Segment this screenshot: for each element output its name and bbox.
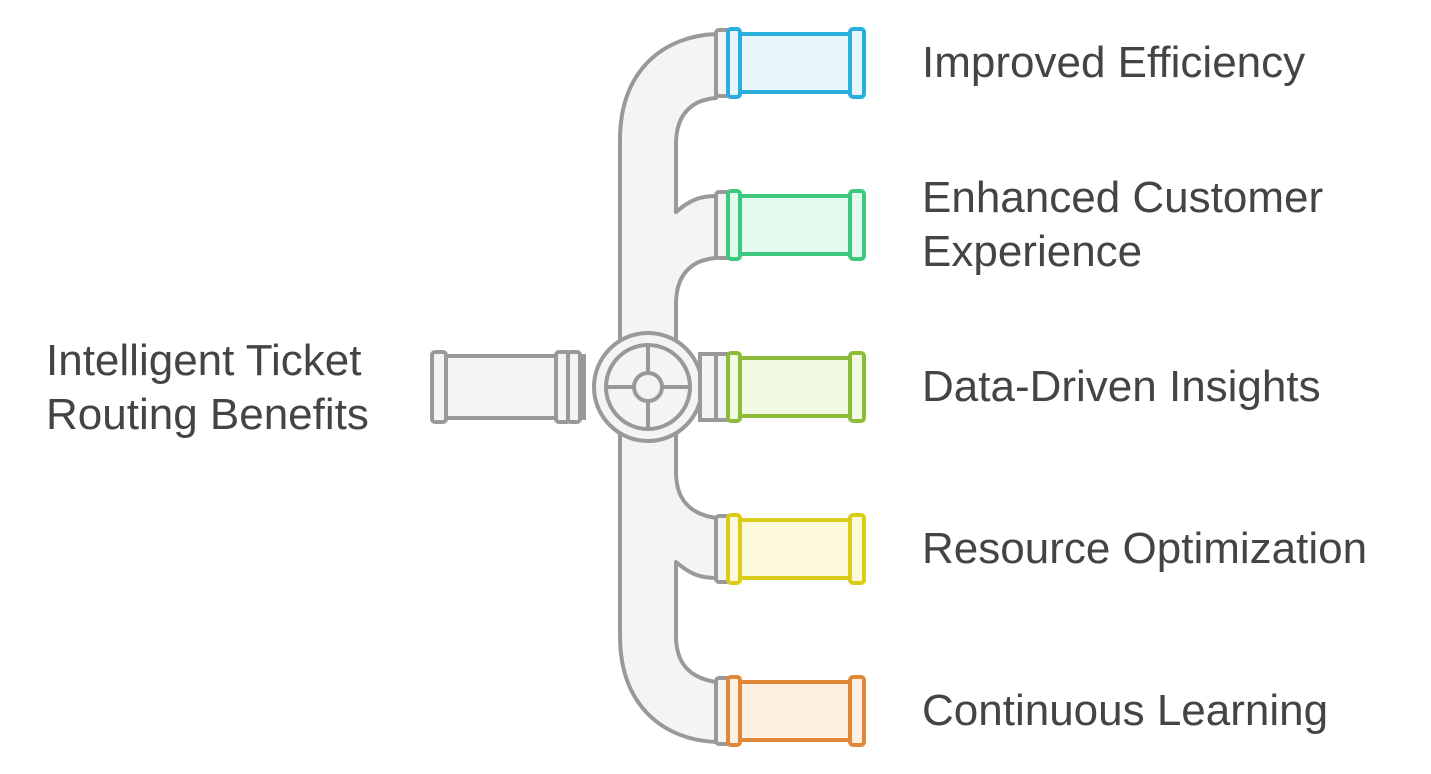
output-pipes bbox=[714, 27, 866, 747]
output-pipe-end-flange bbox=[848, 513, 866, 585]
output-pipe-flange bbox=[726, 189, 742, 261]
output-label-line: Improved Efficiency bbox=[922, 38, 1306, 87]
output-pipe-body bbox=[734, 32, 854, 94]
title-line-2: Routing Benefits bbox=[46, 390, 369, 439]
output-label-resource-optimization: Resource Optimization bbox=[922, 522, 1367, 576]
output-label-line: Continuous Learning bbox=[922, 686, 1329, 735]
input-pipe bbox=[430, 350, 586, 424]
output-label-line: Resource Optimization bbox=[922, 524, 1368, 573]
output-pipe-3 bbox=[714, 351, 866, 423]
output-pipe-1 bbox=[714, 27, 866, 99]
output-pipe-end-flange bbox=[848, 27, 866, 99]
output-label-data-driven-insights: Data-Driven Insights bbox=[922, 360, 1321, 414]
output-pipe-flange bbox=[726, 675, 742, 747]
output-pipe-5 bbox=[714, 675, 866, 747]
output-label-line: Data-Driven Insights bbox=[922, 362, 1321, 411]
output-pipe-2 bbox=[714, 189, 866, 261]
manifold-pipe-lower bbox=[618, 428, 718, 744]
output-label-enhanced-customer-experience: Enhanced Customer Experience bbox=[922, 171, 1323, 279]
output-pipe-flange bbox=[726, 27, 742, 99]
output-pipe-end-flange bbox=[848, 189, 866, 261]
output-pipe-flange bbox=[726, 513, 742, 585]
output-pipe-end-flange bbox=[848, 675, 866, 747]
output-label-line: Experience bbox=[922, 227, 1143, 276]
output-pipe-body bbox=[734, 518, 854, 580]
output-pipe-end-flange bbox=[848, 351, 866, 423]
output-pipe-body bbox=[734, 194, 854, 256]
valve-icon bbox=[592, 331, 704, 443]
output-pipe-body bbox=[734, 356, 854, 418]
title-line-1: Intelligent Ticket bbox=[46, 336, 362, 385]
output-pipe-body bbox=[734, 680, 854, 742]
output-label-line: Enhanced Customer bbox=[922, 173, 1324, 222]
output-label-improved-efficiency: Improved Efficiency bbox=[922, 36, 1305, 90]
output-pipe-flange bbox=[726, 351, 742, 423]
diagram-title: Intelligent Ticket Routing Benefits bbox=[46, 334, 369, 442]
manifold-pipe bbox=[618, 32, 718, 342]
output-label-continuous-learning: Continuous Learning bbox=[922, 684, 1328, 738]
output-pipe-4 bbox=[714, 513, 866, 585]
